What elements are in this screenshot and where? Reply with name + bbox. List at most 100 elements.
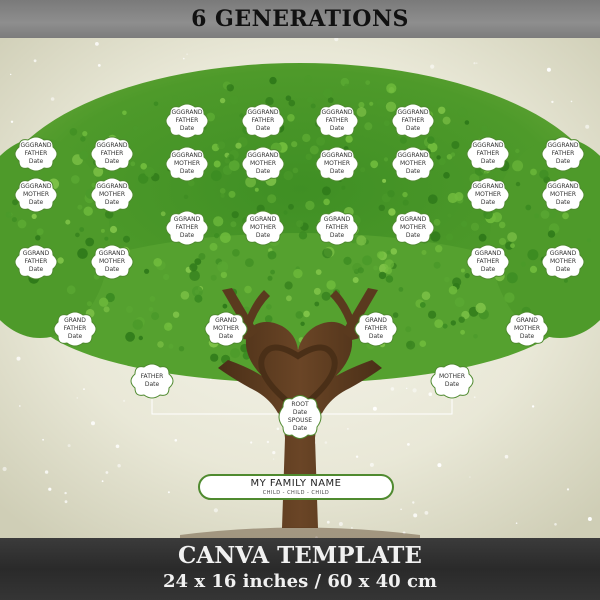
sparkle-dot	[351, 527, 353, 529]
leaf-dot	[427, 136, 435, 144]
leaf-dot	[151, 312, 160, 321]
leaf-dot	[160, 211, 166, 217]
leaf-dot	[229, 95, 239, 105]
leaf-dot	[442, 323, 448, 329]
leaf-dot	[323, 198, 330, 206]
cloud-frame-icon	[165, 103, 209, 139]
cloud-frame-icon	[165, 210, 209, 246]
leaf-dot	[356, 235, 367, 246]
leaf-dot	[295, 311, 304, 319]
leaf-dot	[219, 188, 226, 194]
sparkle-dot	[369, 462, 374, 467]
leaf-dot	[512, 160, 524, 172]
leaf-dot	[71, 175, 80, 184]
leaf-dot	[188, 179, 195, 187]
leaf-dot	[481, 125, 488, 132]
leaf-dot	[269, 76, 277, 85]
sparkle-dot	[587, 517, 592, 521]
leaf-dot	[520, 261, 526, 267]
leaf-dot	[402, 191, 408, 198]
sparkle-dot	[64, 500, 68, 504]
leaf-dot	[220, 193, 225, 198]
leaf-dot	[11, 217, 17, 223]
leaf-dot	[515, 181, 521, 187]
leaf-dot	[217, 141, 226, 150]
leaf-dot	[298, 231, 308, 240]
leaf-dot	[464, 120, 470, 125]
leaf-dot	[505, 241, 514, 250]
leaf-dot	[285, 95, 292, 101]
cloud-frame-icon	[541, 136, 585, 172]
leaf-dot	[168, 343, 174, 349]
leaf-dot	[419, 302, 426, 308]
sparkle-dot	[97, 64, 101, 67]
cloud-frame-icon	[53, 311, 97, 347]
sparkle-dot	[402, 531, 406, 535]
leaf-dot	[383, 157, 389, 162]
leaf-dot	[470, 222, 480, 231]
leaf-dot	[406, 340, 416, 350]
sparkle-dot	[174, 439, 178, 442]
sparkle-dot	[515, 522, 518, 524]
cloud-frame-icon	[466, 136, 510, 172]
leaf-dot	[345, 135, 353, 143]
leaf-dot	[302, 133, 311, 143]
ground	[180, 527, 420, 538]
leaf-dot	[444, 276, 450, 283]
leaf-dot	[235, 142, 242, 149]
leaf-dot	[183, 194, 189, 199]
leaf-dot	[79, 227, 85, 232]
leaf-dot	[530, 168, 537, 176]
cloud-frame-icon	[241, 146, 285, 182]
leaf-dot	[376, 251, 385, 259]
sparkle-dot	[250, 441, 253, 444]
leaf-dot	[405, 326, 412, 333]
leaf-dot	[370, 160, 379, 169]
leaf-dot	[341, 185, 346, 190]
sparkle-dot	[504, 454, 509, 459]
leaf-dot	[383, 120, 390, 127]
sparkle-dot	[117, 464, 121, 468]
leaf-dot	[419, 340, 427, 348]
leaf-dot	[57, 257, 64, 264]
cloud-frame-icon	[354, 311, 398, 347]
leaf-dot	[305, 153, 312, 161]
leaf-dot	[140, 163, 147, 170]
leaf-dot	[270, 269, 275, 275]
sparkle-dot	[115, 444, 120, 449]
leaf-dot	[122, 110, 127, 116]
leaf-dot	[224, 158, 230, 164]
leaf-dot	[291, 141, 298, 148]
leaf-dot	[450, 152, 456, 157]
cloud-frame-icon	[241, 103, 285, 139]
leaf-dot	[525, 204, 532, 211]
leaf-dot	[586, 238, 592, 243]
sparkle-dot	[469, 476, 471, 478]
leaf-dot	[447, 213, 452, 218]
leaf-dot	[430, 153, 435, 158]
sparkle-dot	[50, 97, 55, 101]
sparkle-dot	[372, 406, 377, 411]
leaf-dot	[220, 232, 231, 244]
leaf-dot	[267, 250, 277, 260]
leaf-dot	[327, 97, 334, 104]
leaf-dot	[323, 88, 333, 99]
sparkle-dot	[412, 388, 417, 393]
leaf-dot	[563, 278, 568, 283]
leaf-dot	[267, 194, 277, 204]
sparkle-dot	[324, 441, 328, 444]
leaf-dot	[35, 235, 41, 241]
leaf-dot	[458, 316, 465, 323]
leaf-dot	[178, 346, 185, 352]
leaf-dot	[428, 310, 437, 319]
